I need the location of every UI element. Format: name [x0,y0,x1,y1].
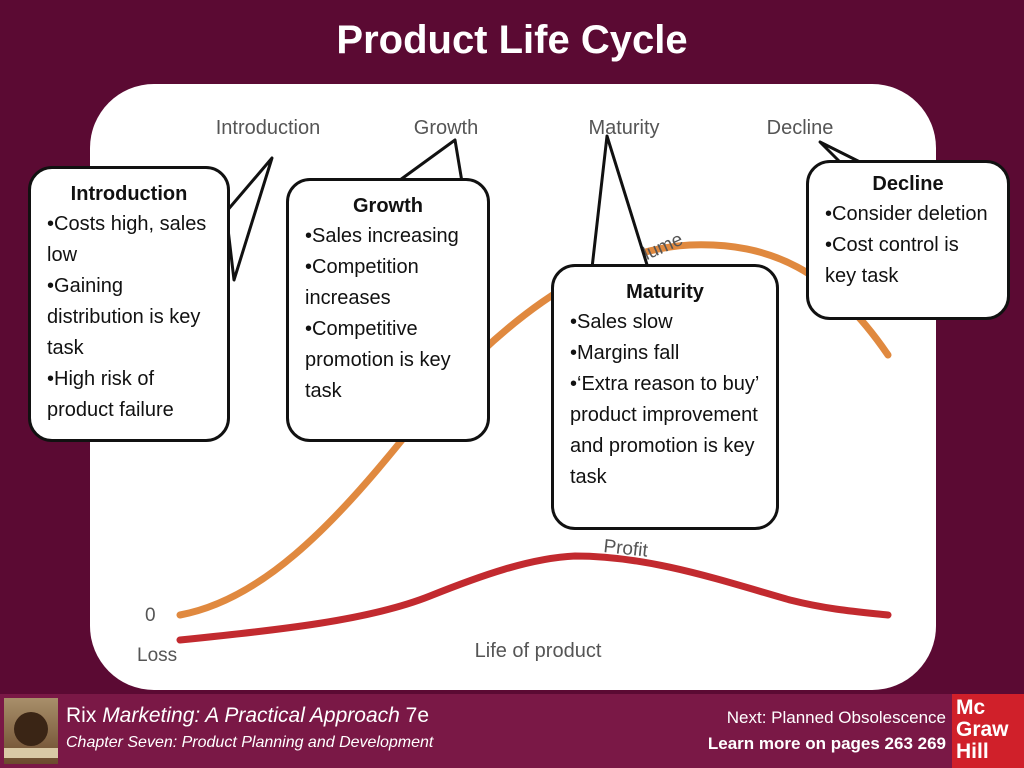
chart-panel [90,84,936,690]
book-reference: Rix Marketing: A Practical Approach 7e [66,704,429,728]
decline-callout: Decline Consider deletion Cost control i… [806,160,1010,320]
profit-label: Profit [602,536,649,562]
stage-label-decline: Decline [767,117,834,139]
introduction-callout-tail [224,156,274,282]
growth-callout: Growth Sales increasing Competition incr… [286,178,490,442]
maturity-callout: Maturity Sales slow Margins fall ‘Extra … [551,264,779,530]
chapter-title: Chapter Seven: Product Planning and Deve… [66,734,434,751]
book-author: Rix [66,704,97,727]
maturity-point: Sales slow [570,307,760,338]
sales-volume-curve [176,241,892,619]
introduction-point: High risk of product failure [47,364,211,426]
decline-point: Consider deletion [825,199,991,230]
stage-label-maturity: Maturity [588,117,659,139]
introduction-point: Costs high, sales low [47,209,211,271]
logo-line: Hill [956,740,989,763]
growth-point: Competition increases [305,252,471,314]
stage-label-introduction: Introduction [216,117,321,139]
book-edition: 7e [405,704,430,727]
footer-bar: Rix Marketing: A Practical Approach 7e C… [0,694,1024,768]
stage-label-growth: Growth [414,117,478,139]
introduction-callout-heading: Introduction [70,183,188,205]
maturity-callout-tail [590,134,650,270]
book-cover-band [4,748,58,758]
next-topic-link[interactable]: Next: Planned Obsolescence [726,708,946,727]
book-title: Marketing: A Practical Approach [102,704,400,727]
maturity-callout-heading: Maturity [626,281,704,303]
maturity-point: Margins fall [570,338,760,369]
growth-point: Competitive promotion is key task [305,314,471,407]
decline-point: Cost control is key task [825,230,991,292]
profit-curve [176,552,892,644]
x-axis-label: Life of product [475,640,602,662]
mcgraw-hill-logo: Mc Graw Hill [952,694,1024,768]
slide-title: Product Life Cycle [336,18,688,62]
decline-callout-heading: Decline [872,173,944,195]
dog-portrait-icon [14,712,48,746]
introduction-callout: Introduction Costs high, sales low Gaini… [28,166,230,442]
introduction-point: Gaining distribution is key task [47,271,211,364]
book-cover-image [4,698,58,764]
growth-callout-tail [398,138,464,184]
loss-marker: Loss [137,645,177,666]
logo-line: Mc [956,696,986,719]
growth-callout-heading: Growth [353,195,423,217]
learn-more-pages: Learn more on pages 263 269 [707,734,946,753]
maturity-point: ‘Extra reason to buy’ product improvemen… [570,369,760,493]
growth-point: Sales increasing [305,221,471,252]
zero-marker: 0 [145,605,156,626]
logo-line: Graw [956,718,1009,741]
